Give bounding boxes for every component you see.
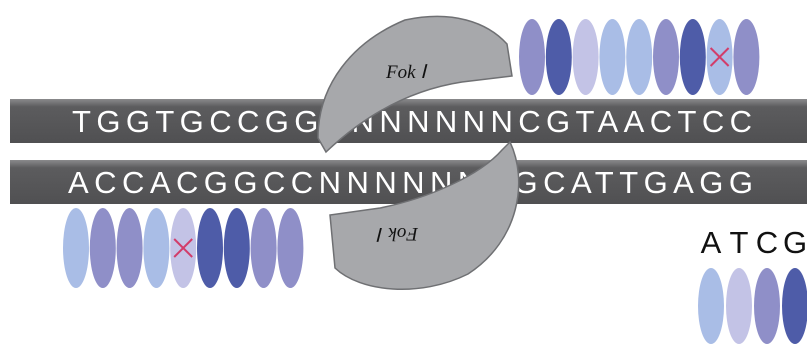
tale-top-array	[519, 19, 760, 95]
legend-module-A	[698, 268, 724, 344]
legend-module-G	[782, 268, 807, 344]
fok-i-bottom-label: Fok Ⅰ	[376, 223, 419, 244]
mismatch-mark	[709, 47, 730, 67]
tale-module-C	[277, 208, 304, 288]
tale-module-C	[653, 19, 679, 95]
tale-module-A	[143, 208, 170, 288]
top-strand-sequence: TGGTGCCGGNNNNNNNCGTAACTCC	[72, 104, 752, 139]
fok-i-top-domain: Fok Ⅰ	[317, 15, 513, 154]
top-dna-strand	[10, 99, 807, 143]
tale-module-A	[63, 208, 89, 288]
tale-module-G	[679, 19, 706, 95]
tale-module-G	[223, 208, 250, 288]
tale-module-C	[733, 19, 760, 95]
tale-module-C	[250, 208, 277, 288]
fok-i-top-label: Fok Ⅰ	[385, 62, 428, 83]
tale-module-G	[545, 19, 572, 95]
fok-i-top-shape	[317, 15, 513, 154]
legend-letter-T: T	[730, 225, 749, 260]
legend-letter-G: G	[783, 225, 807, 260]
tale-module-T	[572, 19, 599, 95]
mismatch-mark	[173, 238, 193, 258]
fok-i-bottom-domain: Fok Ⅰ	[329, 140, 520, 290]
legend-letter-C: C	[756, 225, 778, 260]
fok-i-bottom-shape	[329, 140, 520, 290]
legend-module-C	[754, 268, 780, 344]
tale-module-C	[116, 208, 143, 288]
bottom-dna-strand	[10, 160, 807, 204]
tale-module-C	[519, 19, 545, 95]
legend-module-T	[726, 268, 752, 344]
tale-module-C	[89, 208, 116, 288]
tale-module-A	[599, 19, 626, 95]
legend-letter-A: A	[701, 225, 722, 260]
tale-bottom-array	[63, 208, 304, 288]
tale-module-A	[626, 19, 653, 95]
tale-module-G	[197, 208, 223, 288]
